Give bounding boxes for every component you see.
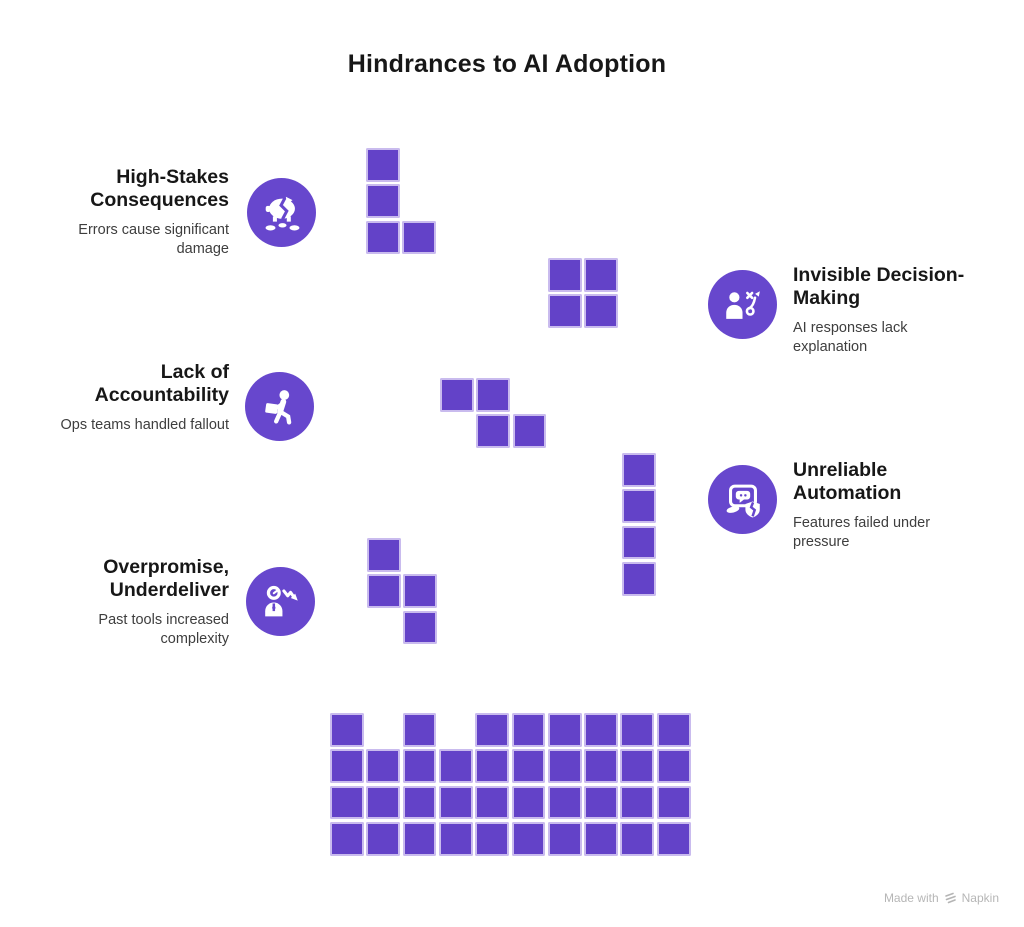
i-piece-block	[622, 453, 656, 487]
s-piece-block	[403, 610, 438, 645]
o-piece-block	[548, 294, 582, 329]
bottom-stack-block	[547, 749, 582, 784]
item-title: High-Stakes Consequences	[90, 166, 229, 211]
j-piece-block	[366, 148, 400, 182]
bottom-stack-block	[656, 749, 691, 784]
bottom-stack-block	[584, 785, 618, 820]
bottom-stack-block	[620, 713, 655, 747]
bottom-stack-block	[584, 713, 618, 747]
bottom-stack-block	[402, 713, 437, 747]
person-strategy-x-icon	[708, 270, 777, 339]
item-desc: AI responses lack explanation	[793, 320, 908, 355]
j-piece-block	[366, 184, 400, 219]
j-piece-block	[402, 220, 437, 255]
bottom-stack-block	[402, 821, 437, 856]
laptop-broken-shield-icon	[708, 465, 777, 534]
s-piece-block	[403, 574, 438, 609]
person-declining-arrow-icon	[246, 567, 315, 636]
bottom-stack-block	[475, 821, 510, 856]
item-title: Unreliable Automation	[793, 459, 902, 504]
bottom-stack-block	[438, 785, 473, 820]
person-carrying-box-icon	[245, 372, 314, 441]
bottom-stack-block	[511, 785, 546, 820]
bottom-stack-block	[438, 749, 473, 784]
z-piece-block	[512, 414, 547, 449]
bottom-stack-block	[402, 785, 437, 820]
item-invisible-decisions: Invisible Decision-Making AI responses l…	[793, 264, 983, 357]
bottom-stack-block	[475, 713, 510, 747]
bottom-stack-block	[584, 749, 618, 784]
bottom-stack-block	[656, 785, 691, 820]
bottom-stack-block	[330, 749, 364, 784]
o-piece-block	[584, 294, 619, 329]
i-piece-block	[622, 489, 656, 524]
z-piece-block	[476, 414, 511, 449]
item-desc: Errors cause significant damage	[78, 222, 229, 257]
bottom-stack-block	[547, 785, 582, 820]
item-title: Lack of Accountability	[94, 361, 229, 406]
bottom-stack-block	[656, 821, 691, 856]
bottom-stack-block	[511, 821, 546, 856]
item-overpromise: Overpromise, Underdeliver Past tools inc…	[29, 556, 229, 649]
page-title: Hindrances to AI Adoption	[347, 50, 667, 78]
o-piece-block	[548, 258, 582, 292]
i-piece-block	[622, 525, 656, 560]
s-piece-block	[367, 574, 401, 609]
bottom-stack-block	[620, 785, 655, 820]
bottom-stack-block	[620, 821, 655, 856]
item-high-stakes: High-Stakes Consequences Errors cause si…	[29, 166, 229, 259]
bottom-stack-block	[511, 713, 546, 747]
item-unreliable-automation: Unreliable Automation Features failed un…	[793, 459, 983, 552]
watermark-prefix: Made with	[883, 891, 939, 905]
item-desc: Features failed under pressure	[793, 515, 931, 550]
bottom-stack-block	[547, 821, 582, 856]
o-piece-block	[584, 258, 619, 292]
bottom-stack-block	[511, 749, 546, 784]
bottom-stack-block	[475, 785, 510, 820]
i-piece-block	[622, 561, 656, 596]
watermark-brand: Napkin	[961, 891, 999, 905]
j-piece-block	[366, 220, 400, 255]
bottom-stack-block	[438, 821, 473, 856]
watermark: Made with Napkin	[884, 891, 999, 905]
bottom-stack-block	[330, 713, 364, 747]
item-title: Overpromise, Underdeliver	[103, 556, 229, 601]
bottom-stack-block	[330, 821, 364, 856]
bottom-stack-block	[402, 749, 437, 784]
bottom-stack-block	[584, 821, 618, 856]
bottom-stack-block	[475, 749, 510, 784]
bottom-stack-block	[620, 749, 655, 784]
bottom-stack-block	[330, 785, 364, 820]
item-lack-accountability: Lack of Accountability Ops teams handled…	[59, 361, 229, 435]
z-piece-block	[476, 378, 511, 412]
z-piece-block	[440, 378, 474, 412]
bottom-stack-block	[366, 785, 401, 820]
bottom-stack-block	[656, 713, 691, 747]
item-title: Invisible Decision-Making	[793, 264, 965, 309]
item-desc: Ops teams handled fallout	[60, 417, 229, 433]
item-desc: Past tools increased complexity	[98, 612, 229, 647]
bottom-stack-block	[366, 821, 401, 856]
bottom-stack-block	[547, 713, 582, 747]
s-piece-block	[367, 538, 401, 572]
broken-piggy-bank-icon	[247, 178, 316, 247]
bottom-stack-block	[366, 749, 401, 784]
napkin-logo-icon	[944, 892, 956, 904]
